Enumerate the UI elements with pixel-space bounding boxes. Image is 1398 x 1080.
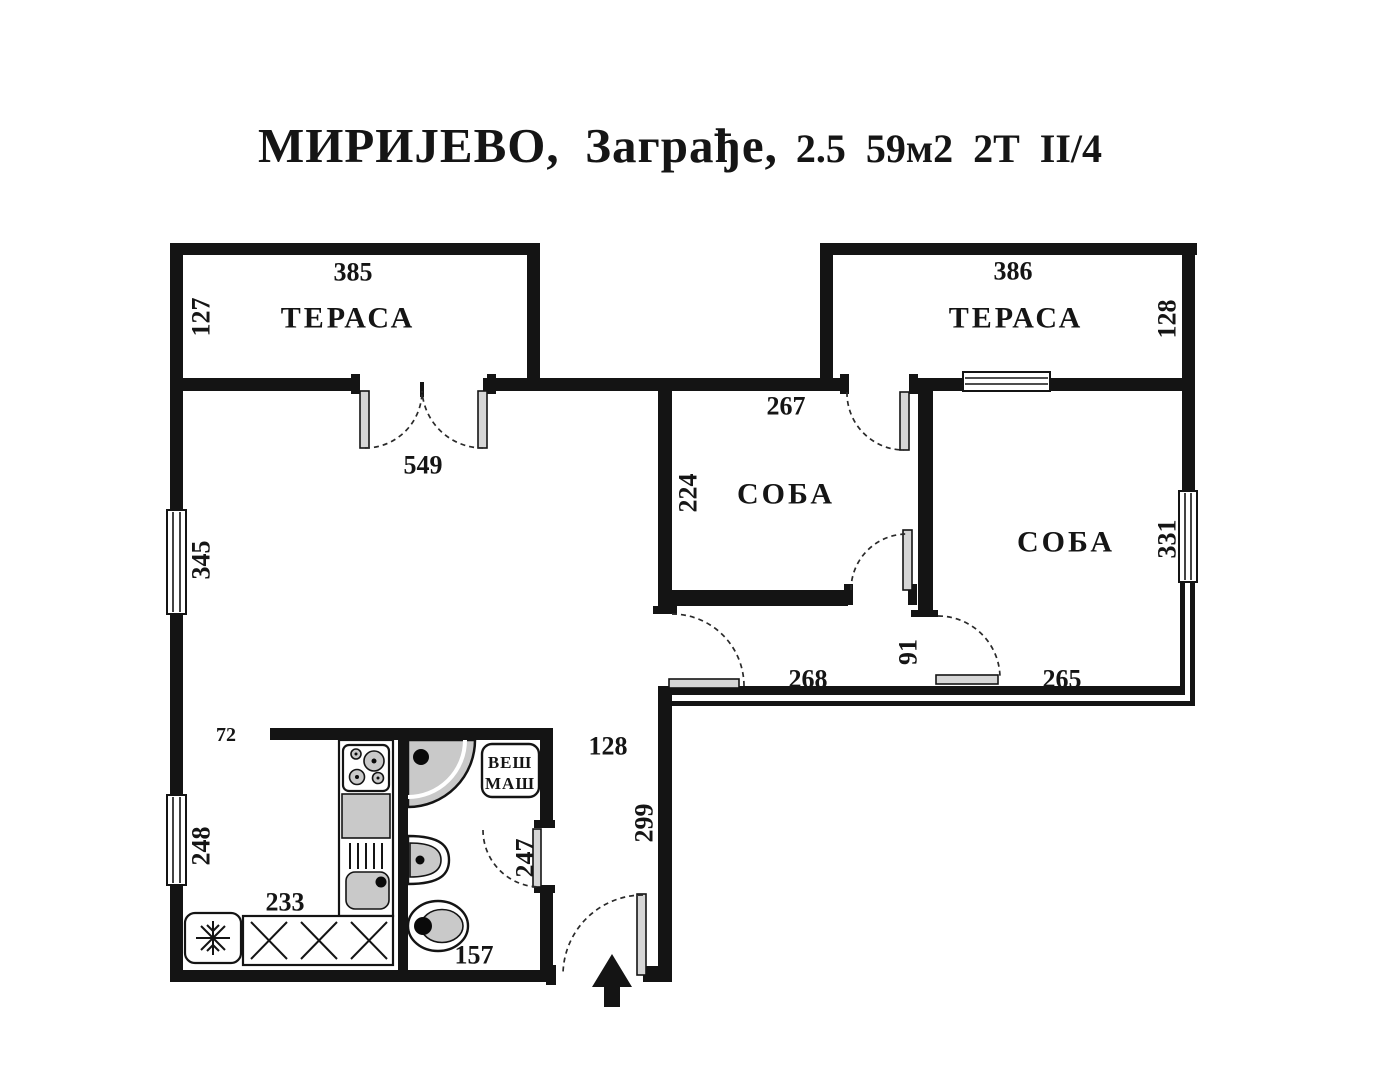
dim-room-middle-width: 267: [767, 392, 806, 421]
bathroom-door: [482, 828, 542, 888]
dim-bathroom-depth: 247: [511, 839, 540, 878]
washer-label-line2: МАШ: [485, 774, 535, 793]
exterior-walls: [170, 243, 1197, 982]
bathroom-sink: [406, 834, 451, 886]
kitchen-unit: [183, 738, 395, 967]
window-room-right: [1178, 490, 1198, 583]
room-right-door: [935, 615, 1001, 685]
washing-machine: ВЕШ МАШ: [480, 742, 541, 799]
dim-kitchen-opening: 72: [216, 724, 236, 746]
dim-terrace-right-depth: 128: [1153, 300, 1182, 339]
snowflake-icon: [196, 921, 230, 955]
kitchen-cabinets: [241, 914, 395, 967]
dim-room-right-width: 265: [1043, 665, 1082, 694]
dim-room-right-depth: 331: [1153, 520, 1182, 559]
entrance-arrow-icon: [592, 954, 632, 1007]
terrace-left-french-door: [359, 390, 488, 449]
page-title: МИРИЈЕВО, Заграђе, 2.5 59м2 2Т II/4: [258, 118, 1102, 173]
dim-room-right-door: 91: [894, 639, 923, 665]
plan-title: МИРИЈЕВО, Заграђе, 2.5 59м2 2Т II/4: [258, 118, 1102, 173]
dim-living-width: 549: [404, 451, 443, 480]
window-living-upper: [166, 509, 187, 615]
label-terrace-right: ТЕРАСА: [949, 302, 1084, 335]
dim-terrace-right-width: 386: [994, 257, 1033, 286]
living-hallway-door: [668, 613, 745, 689]
dimension-labels: 385 127 386 128 549 345 248 267 224 331 …: [187, 257, 1182, 970]
dim-living-window-upper: 345: [187, 541, 216, 580]
dim-room-middle-depth: 224: [674, 474, 703, 513]
shower: [406, 738, 477, 809]
label-room-right: СОБА: [1017, 526, 1115, 559]
dim-corridor-width: 128: [589, 732, 628, 761]
dim-hallway-length: 268: [789, 665, 828, 694]
kitchen-counter-top: [341, 793, 391, 839]
dim-terrace-left-depth: 127: [187, 298, 216, 337]
dim-living-window-lower: 248: [187, 827, 216, 866]
entrance-door: [562, 893, 647, 976]
dish-drainer: [349, 843, 383, 869]
bathroom-fixtures: ВЕШ МАШ: [406, 738, 541, 953]
room-middle-terrace-door: [846, 391, 910, 451]
refrigerator: [183, 911, 243, 965]
label-terrace-left: ТЕРАСА: [281, 302, 416, 335]
window-living-lower: [166, 794, 187, 886]
toilet: [406, 899, 470, 953]
dim-bathroom-width: 157: [455, 941, 494, 970]
kitchen-sink: [345, 871, 390, 910]
room-middle-hall-door: [850, 529, 913, 591]
title-location: МИРИЈЕВО, Заграђе,: [258, 118, 778, 173]
room-labels: ТЕРАСА ТЕРАСА СОБА СОБА: [281, 302, 1115, 559]
title-specs: 2.5 59м2 2Т II/4: [796, 126, 1102, 171]
stove: [341, 743, 391, 793]
label-room-middle: СОБА: [737, 478, 835, 511]
dim-kitchen-counter: 233: [266, 888, 305, 917]
dim-corridor-length: 299: [630, 804, 659, 843]
dim-terrace-left-width: 385: [334, 258, 373, 287]
washer-label-line1: ВЕШ: [488, 753, 532, 772]
window-terrace-room: [962, 371, 1051, 392]
